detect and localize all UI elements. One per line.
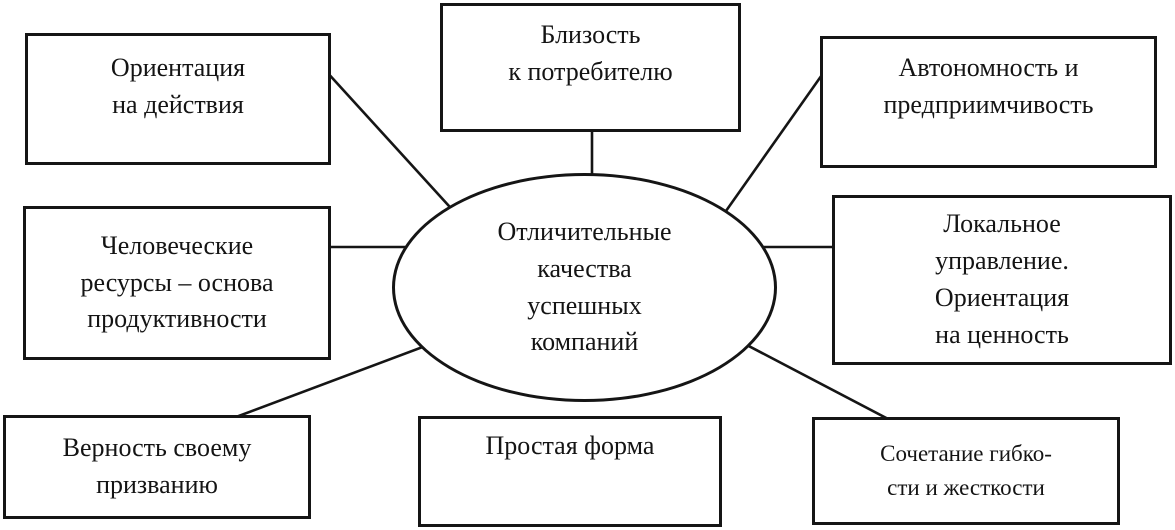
box-vocation-loyalty: Верность своему призванию bbox=[3, 415, 311, 519]
central-ellipse: Отличительные качества успешных компаний bbox=[392, 173, 777, 402]
box-local-management-label: Локальное управление. Ориентация на ценн… bbox=[934, 209, 1070, 349]
box-action-orientation-label: Ориентация на действия bbox=[110, 53, 246, 119]
box-autonomy-entrepreneurship-label: Автономность и предприимчивость bbox=[883, 53, 1094, 119]
box-action-orientation: Ориентация на действия bbox=[25, 33, 331, 165]
box-autonomy-entrepreneurship: Автономность и предприимчивость bbox=[820, 36, 1157, 168]
box-simple-form: Простая форма bbox=[418, 416, 722, 527]
box-flexibility-rigidity: Сочетание гибко- сти и жесткости bbox=[812, 417, 1120, 525]
box-local-management: Локальное управление. Ориентация на ценн… bbox=[832, 195, 1172, 365]
box-human-resources: Человеческие ресурсы – основа продуктивн… bbox=[23, 206, 331, 360]
box-simple-form-label: Простая форма bbox=[485, 431, 655, 460]
central-ellipse-label: Отличительные качества успешных компаний bbox=[497, 216, 672, 357]
box-customer-closeness: Близость к потребителю bbox=[440, 3, 741, 132]
box-human-resources-label: Человеческие ресурсы – основа продуктивн… bbox=[80, 230, 274, 334]
box-vocation-loyalty-label: Верность своему призванию bbox=[62, 433, 252, 499]
box-customer-closeness-label: Близость к потребителю bbox=[508, 20, 673, 86]
box-flexibility-rigidity-label: Сочетание гибко- сти и жесткости bbox=[880, 440, 1052, 501]
